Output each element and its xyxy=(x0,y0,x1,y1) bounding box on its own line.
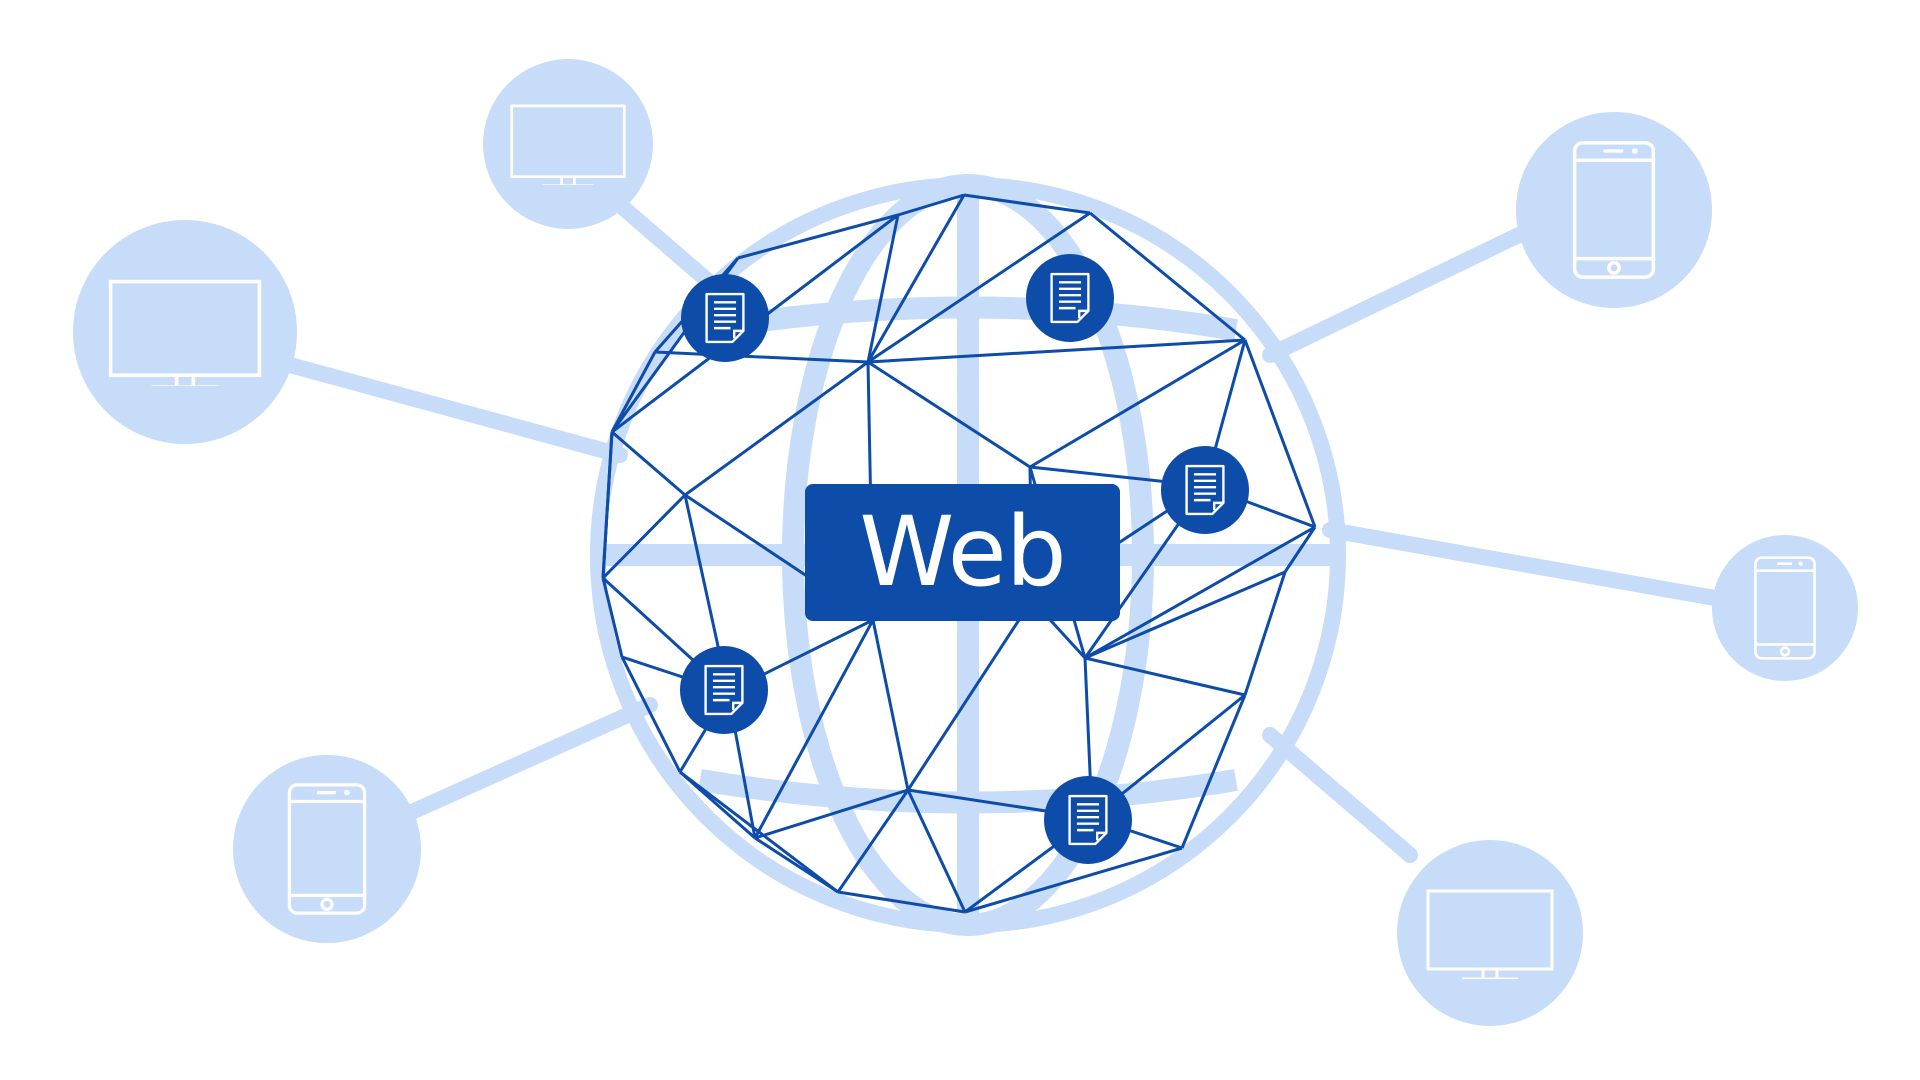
mesh-edge xyxy=(1084,570,1286,660)
monitor-node xyxy=(73,220,297,444)
mesh-edge xyxy=(620,656,682,773)
mesh-edge xyxy=(601,577,624,658)
phone-node xyxy=(233,755,421,943)
document-node xyxy=(1026,254,1114,342)
mesh-edge xyxy=(837,890,966,914)
document-node-circle xyxy=(681,274,769,362)
mesh-edge xyxy=(611,430,686,497)
connector-line xyxy=(1322,522,1723,606)
connector-line xyxy=(1262,727,1418,863)
document-node-circle xyxy=(1044,776,1132,864)
mesh-edge xyxy=(679,770,756,840)
node-circle xyxy=(73,220,297,444)
document-nodes xyxy=(680,254,1249,864)
node-circle xyxy=(1516,112,1712,308)
mesh-edge xyxy=(737,213,899,260)
mesh-edge xyxy=(906,789,967,913)
mesh-edge xyxy=(963,193,1091,215)
mesh-edge xyxy=(866,214,900,363)
document-node-circle xyxy=(1161,446,1249,534)
mesh-edge xyxy=(836,789,910,893)
node-circle xyxy=(483,59,653,229)
mesh-edge xyxy=(1084,656,1246,697)
phone-node xyxy=(1516,112,1712,308)
mesh-edge xyxy=(684,360,869,497)
document-node xyxy=(1044,776,1132,864)
device-connectors xyxy=(282,197,1723,863)
mesh-edge xyxy=(753,619,875,839)
mesh-edge xyxy=(1243,339,1317,528)
mesh-edge xyxy=(867,211,1091,364)
mesh-edge xyxy=(871,619,910,791)
mesh-edge xyxy=(1180,694,1247,849)
node-circle xyxy=(1397,840,1583,1026)
node-circle xyxy=(233,755,421,943)
mesh-edge xyxy=(867,360,1031,469)
node-circle xyxy=(1712,535,1858,681)
web-label: Web xyxy=(805,484,1120,621)
document-node xyxy=(681,274,769,362)
document-node xyxy=(680,646,768,734)
connector-line xyxy=(397,697,658,823)
device-nodes xyxy=(73,59,1858,1026)
mesh-edge xyxy=(1283,526,1317,573)
monitor-node xyxy=(483,59,653,229)
mesh-edge xyxy=(1089,211,1246,342)
mesh-edge xyxy=(601,493,687,580)
mesh-edge xyxy=(866,194,966,363)
document-node-circle xyxy=(680,646,768,734)
mesh-edge xyxy=(654,350,869,364)
document-node-circle xyxy=(1026,254,1114,342)
mesh-edge xyxy=(867,338,1246,364)
mesh-edge xyxy=(1029,338,1246,469)
connector-line xyxy=(1262,224,1533,363)
mesh-edge xyxy=(610,351,657,433)
mesh-edge xyxy=(906,599,1034,791)
mesh-edge xyxy=(1084,525,1316,660)
phone-node xyxy=(1712,535,1858,681)
mesh-edge xyxy=(1243,571,1287,696)
monitor-node xyxy=(1397,840,1583,1026)
mesh-edge xyxy=(964,846,1183,914)
mesh-edge xyxy=(601,431,614,579)
connector-line xyxy=(282,357,628,463)
document-node xyxy=(1161,446,1249,534)
mesh-edge xyxy=(897,193,965,217)
mesh-edge xyxy=(754,788,909,840)
mesh-edge xyxy=(754,836,839,894)
